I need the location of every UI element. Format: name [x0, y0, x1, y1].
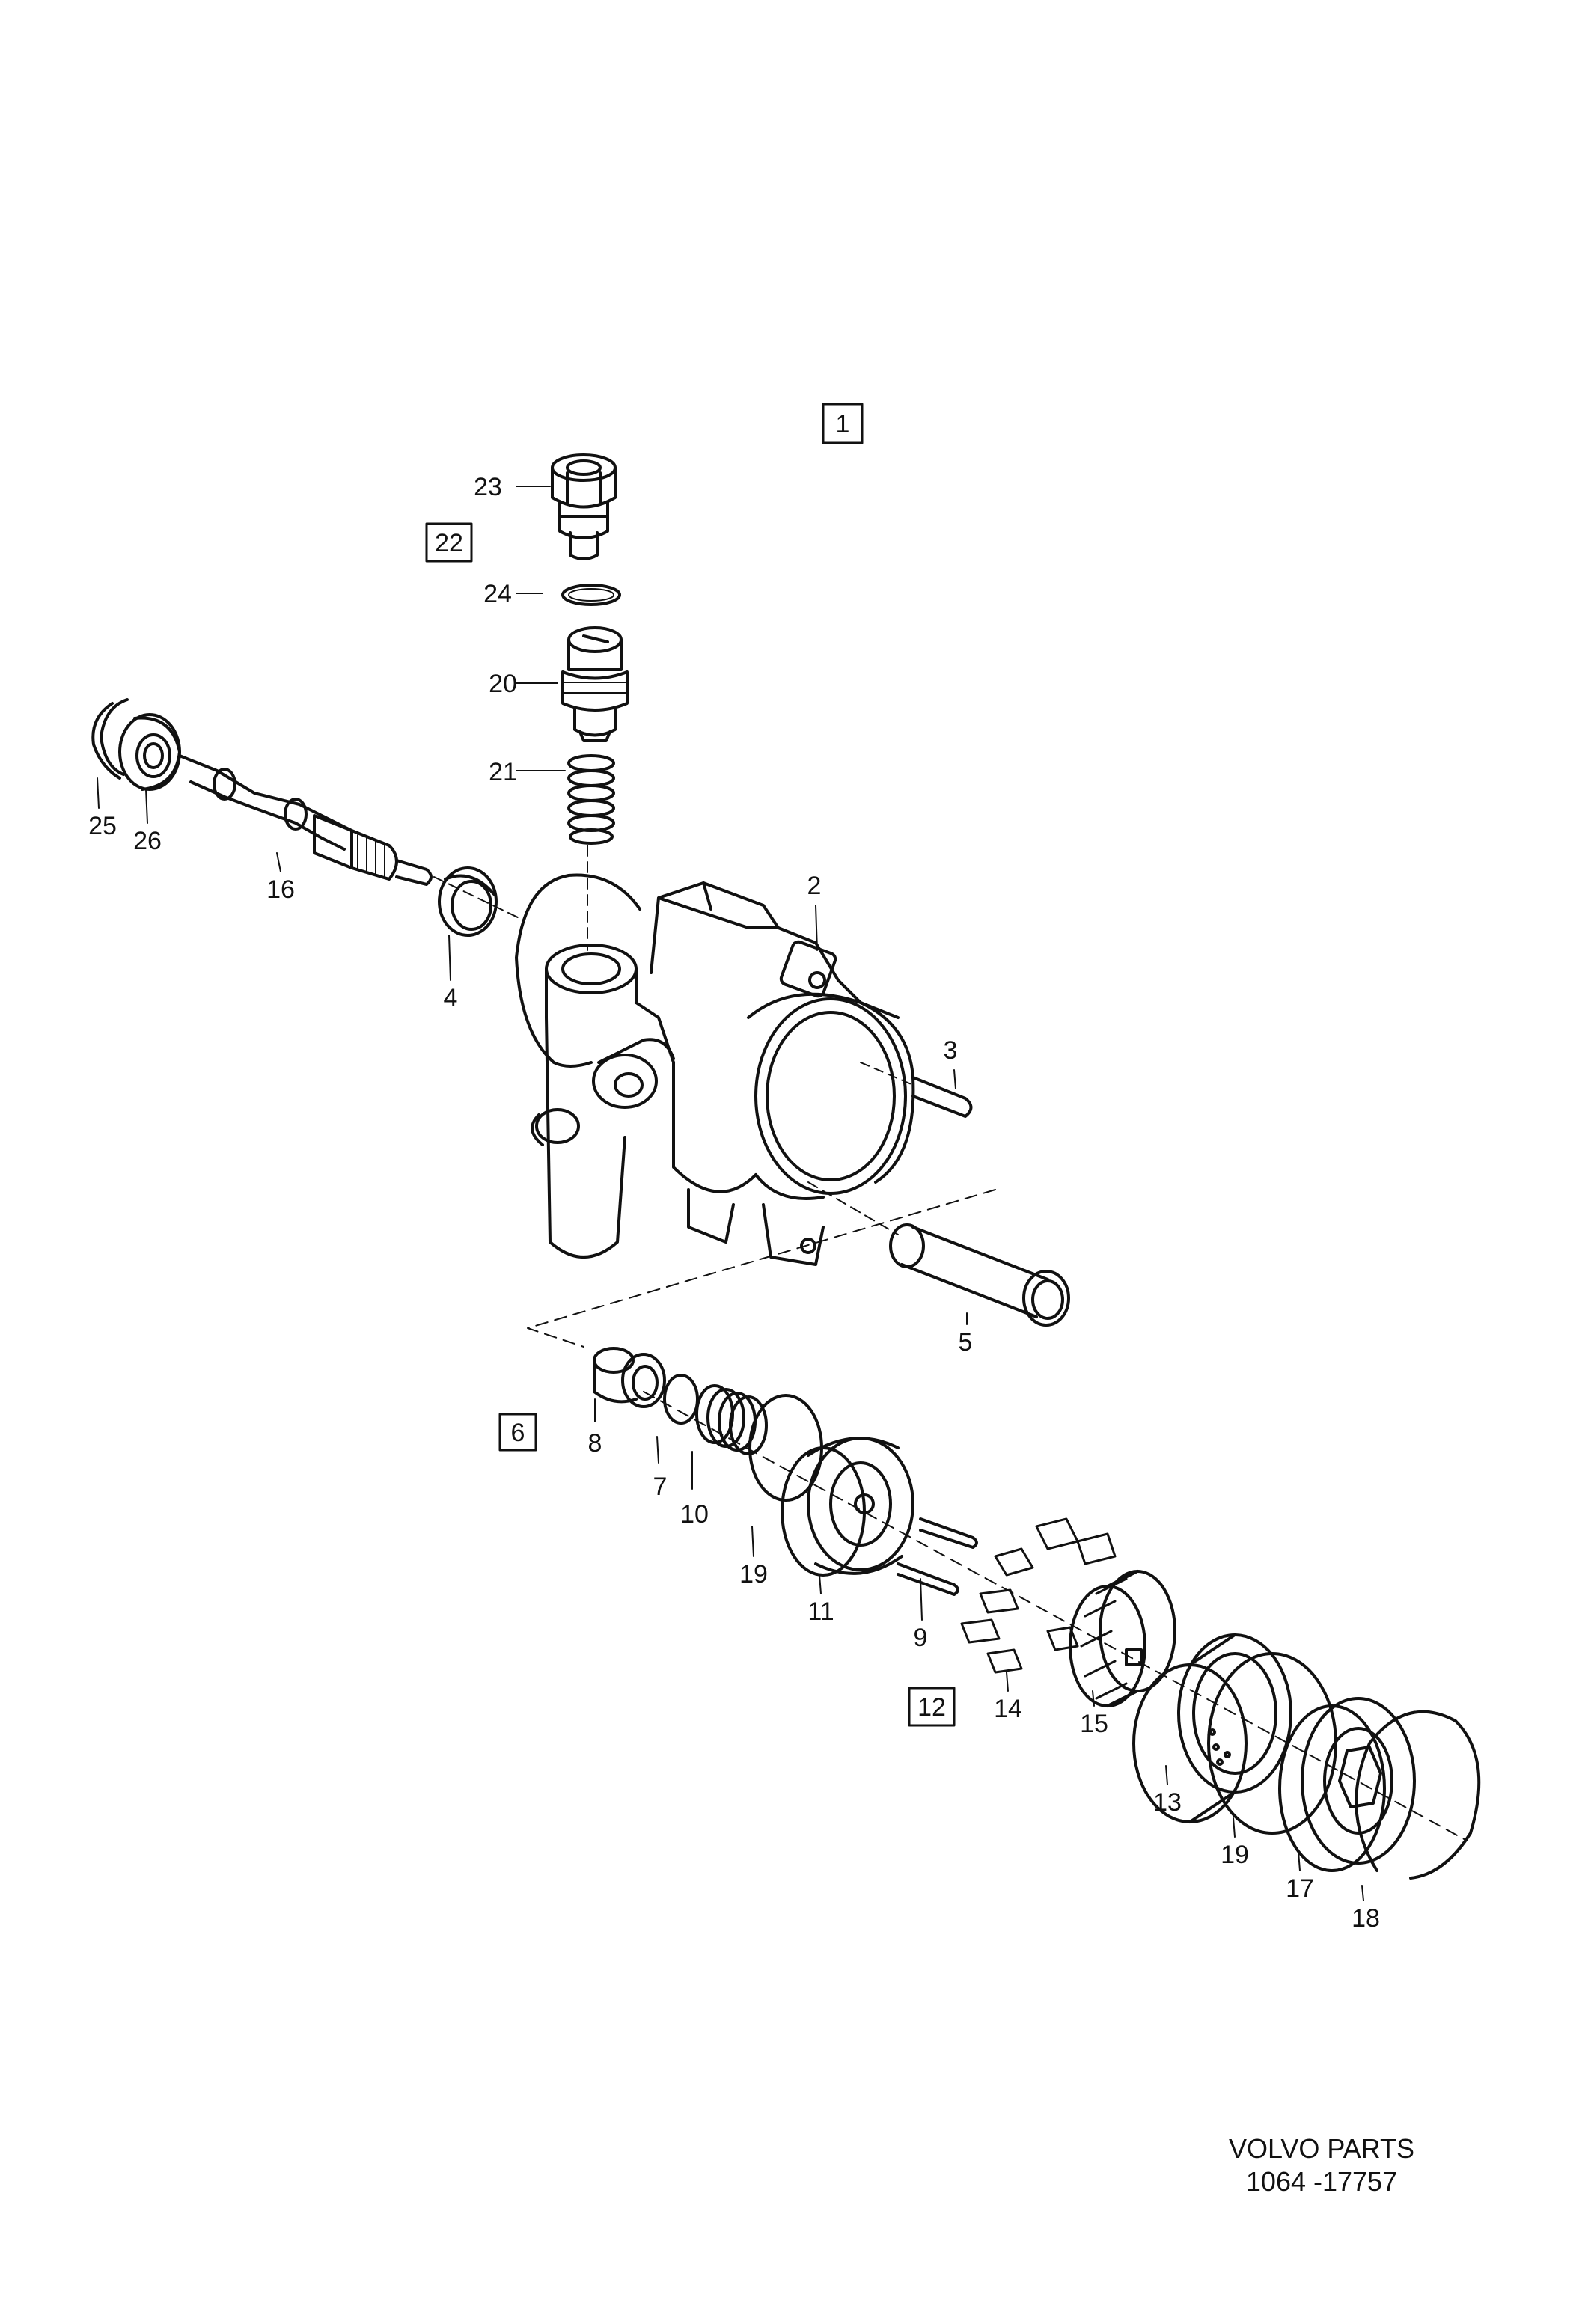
- callout-11: 11: [807, 1597, 834, 1626]
- leader-lines: [97, 486, 1364, 1901]
- callout-13: 13: [1153, 1788, 1182, 1817]
- part-11-pressure-plate: [781, 1437, 914, 1577]
- part-13-cam-ring: [1132, 1633, 1292, 1823]
- part-4-shaft-seal: [438, 866, 498, 937]
- assembly-label-12: 12: [917, 1693, 946, 1722]
- callout-20: 20: [489, 670, 517, 698]
- part-5-sleeve: [807, 1181, 1070, 1327]
- drive-shaft-group: [91, 698, 525, 937]
- callout-14: 14: [994, 1695, 1022, 1723]
- part-9-pins: [897, 1517, 978, 1596]
- callout-4: 4: [444, 984, 458, 1012]
- callout-25: 25: [88, 812, 117, 840]
- part-24-o-ring: [561, 584, 621, 606]
- part-19-o-ring-rear: [1207, 1652, 1337, 1835]
- part-2-pump-housing: [515, 873, 915, 1266]
- callout-16: 16: [266, 875, 295, 904]
- callout-7: 7: [653, 1473, 668, 1501]
- boxed-assembly-labels: 1 22 6 12: [425, 403, 956, 1727]
- callout-17: 17: [1286, 1874, 1314, 1903]
- callout-21: 21: [489, 758, 517, 786]
- callout-5: 5: [959, 1328, 973, 1357]
- part-7-o-ring: [663, 1374, 699, 1425]
- callout-3: 3: [944, 1036, 958, 1065]
- callout-numbers: 2 3 4 5 7 8 9 10 11 13 14 15 16 17 18 19…: [88, 473, 1380, 1933]
- part-17-end-cover: [1278, 1697, 1416, 1872]
- footer-brand: VOLVO PARTS: [1228, 2133, 1415, 2164]
- assembly-label-1: 1: [836, 410, 850, 438]
- relief-valve-group: [551, 453, 629, 951]
- part-26-bearing: [118, 713, 181, 791]
- callout-26: 26: [133, 827, 162, 855]
- rotor-group: [593, 1347, 1481, 1880]
- callout-19-front: 19: [739, 1560, 768, 1588]
- assembly-label-6: 6: [511, 1419, 525, 1447]
- part-8-cap: [593, 1347, 666, 1408]
- callout-2: 2: [807, 872, 822, 900]
- callout-15: 15: [1080, 1710, 1108, 1738]
- part-14-vanes: [960, 1517, 1117, 1674]
- part-3-pin: [860, 1062, 973, 1118]
- section-divider-dashed: [527, 1189, 996, 1348]
- callout-18: 18: [1352, 1904, 1380, 1933]
- callout-24: 24: [483, 580, 512, 608]
- part-23-union-fitting: [551, 453, 617, 560]
- footer-drawing-code: 1064 -17757: [1245, 2166, 1398, 2197]
- part-18-retaining-ring: [1355, 1710, 1481, 1880]
- part-25-circlip: [91, 698, 129, 780]
- callout-8: 8: [588, 1429, 602, 1458]
- assembly-label-22: 22: [435, 529, 463, 557]
- part-15-rotor: [1069, 1570, 1176, 1707]
- part-20-valve-body: [561, 626, 629, 742]
- callout-23: 23: [474, 473, 502, 501]
- part-16-drive-shaft: [178, 754, 525, 921]
- callout-10: 10: [680, 1500, 709, 1529]
- callout-9: 9: [914, 1624, 928, 1652]
- callout-19-rear: 19: [1221, 1841, 1249, 1869]
- part-21-spring: [567, 754, 615, 845]
- footer-part-reference: VOLVO PARTS 1064 -17757: [1209, 2132, 1434, 2198]
